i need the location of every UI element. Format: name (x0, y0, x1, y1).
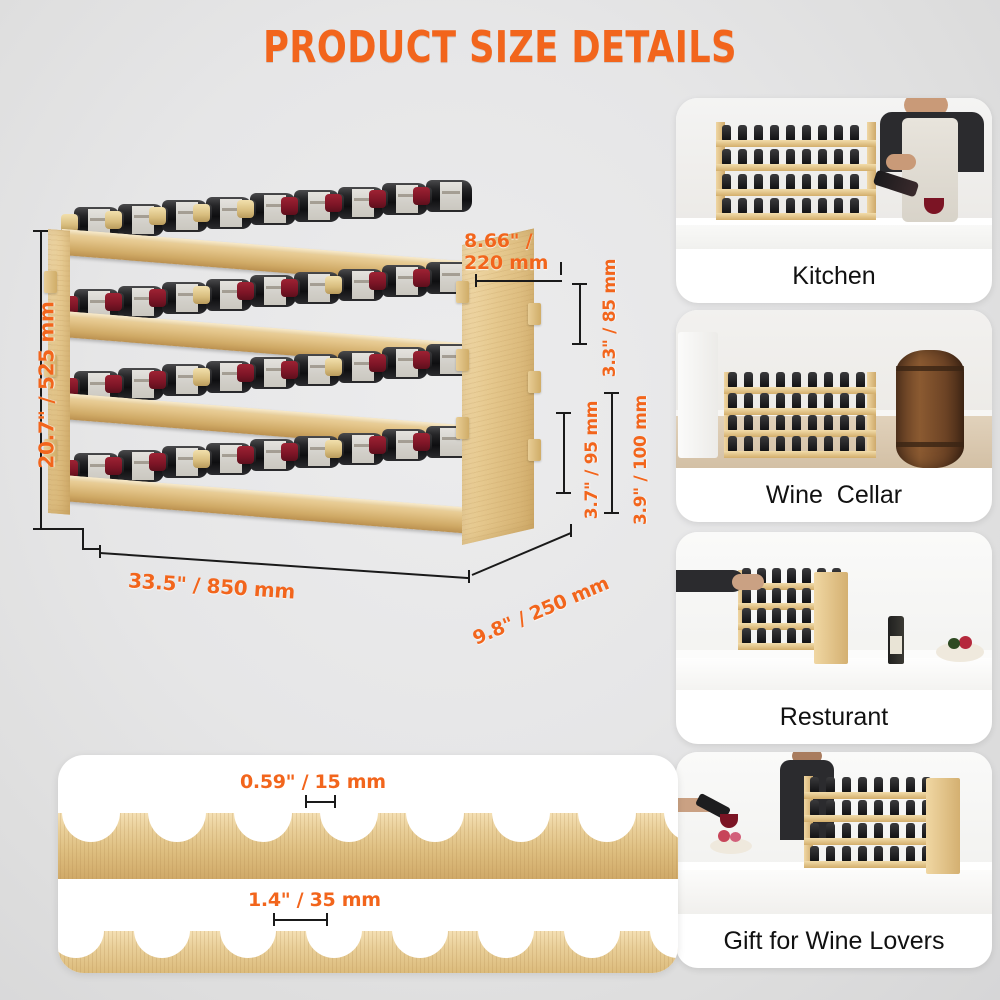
dimension-cap (475, 274, 477, 287)
bamboo-rail-lower (58, 930, 678, 973)
rack-joint-tab (456, 281, 469, 303)
wine-bottle (281, 190, 340, 224)
dimension-cap (99, 545, 101, 558)
rail-detail-card: 0.59" / 15 mm 1.4" / 35 mm (58, 755, 678, 973)
depth-dimension-label: 9.8" / 250 mm (469, 572, 613, 650)
dimension-cap (305, 795, 307, 808)
dimension-cap (334, 795, 336, 808)
scene-caption: Kitchen (792, 261, 876, 290)
leg-dimension-label: 3.7" / 95 mm (582, 400, 603, 520)
wine-bottle (325, 350, 384, 385)
bottle-row-3 (61, 343, 482, 405)
wine-bottle (413, 425, 472, 460)
rack-joint-tab (456, 417, 469, 439)
scene-card-gift[interactable]: Gift for Wine Lovers (676, 752, 992, 968)
scallop-width-label: 1.4" / 35 mm (248, 889, 381, 911)
scene-caption-band: Gift for Wine Lovers (676, 914, 992, 968)
wine-rack-illustration (44, 179, 541, 545)
wine-bottle (149, 200, 208, 234)
height-dimension-line (40, 230, 42, 530)
page-title: PRODUCT SIZE DETAILS (263, 22, 737, 73)
fruit-bowl (710, 838, 752, 854)
bottle-row-1 (61, 179, 482, 241)
height-dimension-label: 20.7" / 525 mm (34, 301, 59, 469)
wine-bottle (237, 193, 296, 227)
tier-dimension-label: 3.9" / 100 mm (630, 395, 651, 525)
mini-wine-rack (716, 122, 876, 220)
scene-card-restaurant[interactable]: Resturant (676, 532, 992, 744)
top-rail-dimension-label: 3.3" / 85 mm (600, 258, 621, 378)
dimension-cap (604, 512, 619, 514)
person-arm (676, 570, 744, 592)
scene-caption: Resturant (779, 702, 889, 731)
dimension-cap (570, 524, 572, 537)
rack-tier-1 (61, 179, 482, 289)
width-dimension-label: 33.5" / 850 mm (127, 568, 296, 604)
peak-width-label: 0.59" / 15 mm (240, 771, 386, 793)
wine-bottle (193, 278, 252, 313)
scallop-width-dimension-line (274, 919, 328, 921)
bottle-row-2 (61, 261, 482, 323)
fruit-plate (936, 642, 984, 662)
bottle-row-4 (61, 425, 482, 487)
panel-width-dimension-label-2: 220 mm (464, 252, 549, 274)
dimension-extension (82, 548, 100, 550)
rack-side-panel-right (462, 228, 534, 545)
wine-bottle (105, 203, 164, 238)
scene-caption-band: Resturant (676, 690, 992, 744)
wine-bottle (149, 282, 208, 316)
person-figure (876, 98, 988, 240)
main-product-diagram: 20.7" / 525 mm 33.5" / 850 mm 9.8" / 250… (0, 90, 670, 670)
rack-tier-4 (61, 425, 482, 535)
dimension-cap (326, 913, 328, 926)
rack-joint-tab (528, 371, 541, 393)
panel-width-dimension-line (476, 280, 562, 282)
rack-joint-tab (44, 439, 57, 461)
panel-width-dimension-label: 8.66" / (464, 230, 533, 252)
wine-bottle (369, 265, 428, 299)
wine-bottle (413, 179, 472, 214)
rack-joint-tab (528, 303, 541, 325)
scene-caption-band: Wine Cellar (676, 468, 992, 522)
scene-card-kitchen[interactable]: Kitchen (676, 98, 992, 303)
rack-tier-2 (61, 261, 482, 371)
wine-glass (720, 814, 738, 828)
dimension-cap (572, 343, 587, 345)
dimension-cap (273, 913, 275, 926)
peak-width-dimension-line (306, 801, 336, 803)
rack-joint-tab (44, 355, 57, 377)
rack-joint-tab (528, 439, 541, 461)
scene-caption: Wine Cellar (765, 480, 903, 509)
dimension-cap (468, 570, 470, 583)
scene-caption: Gift for Wine Lovers (723, 926, 945, 955)
tier-dimension-line (611, 392, 613, 514)
rack-joint-tab (44, 271, 57, 293)
leg-dimension-line (563, 412, 565, 494)
dimension-extension (82, 528, 84, 550)
scene-caption-band: Kitchen (676, 249, 992, 303)
rack-tier-3 (61, 343, 482, 453)
dimension-cap (556, 492, 571, 494)
mini-wine-rack (724, 371, 876, 458)
wine-glass (924, 198, 944, 214)
bamboo-rail-upper (58, 812, 678, 879)
dimension-extension (40, 528, 84, 530)
rack-joint-tab (456, 349, 469, 371)
scene-card-wine-cellar[interactable]: Wine Cellar (676, 310, 992, 522)
top-rail-dimension-line (579, 283, 581, 345)
dimension-cap (560, 262, 562, 275)
wine-bottle (193, 442, 252, 477)
